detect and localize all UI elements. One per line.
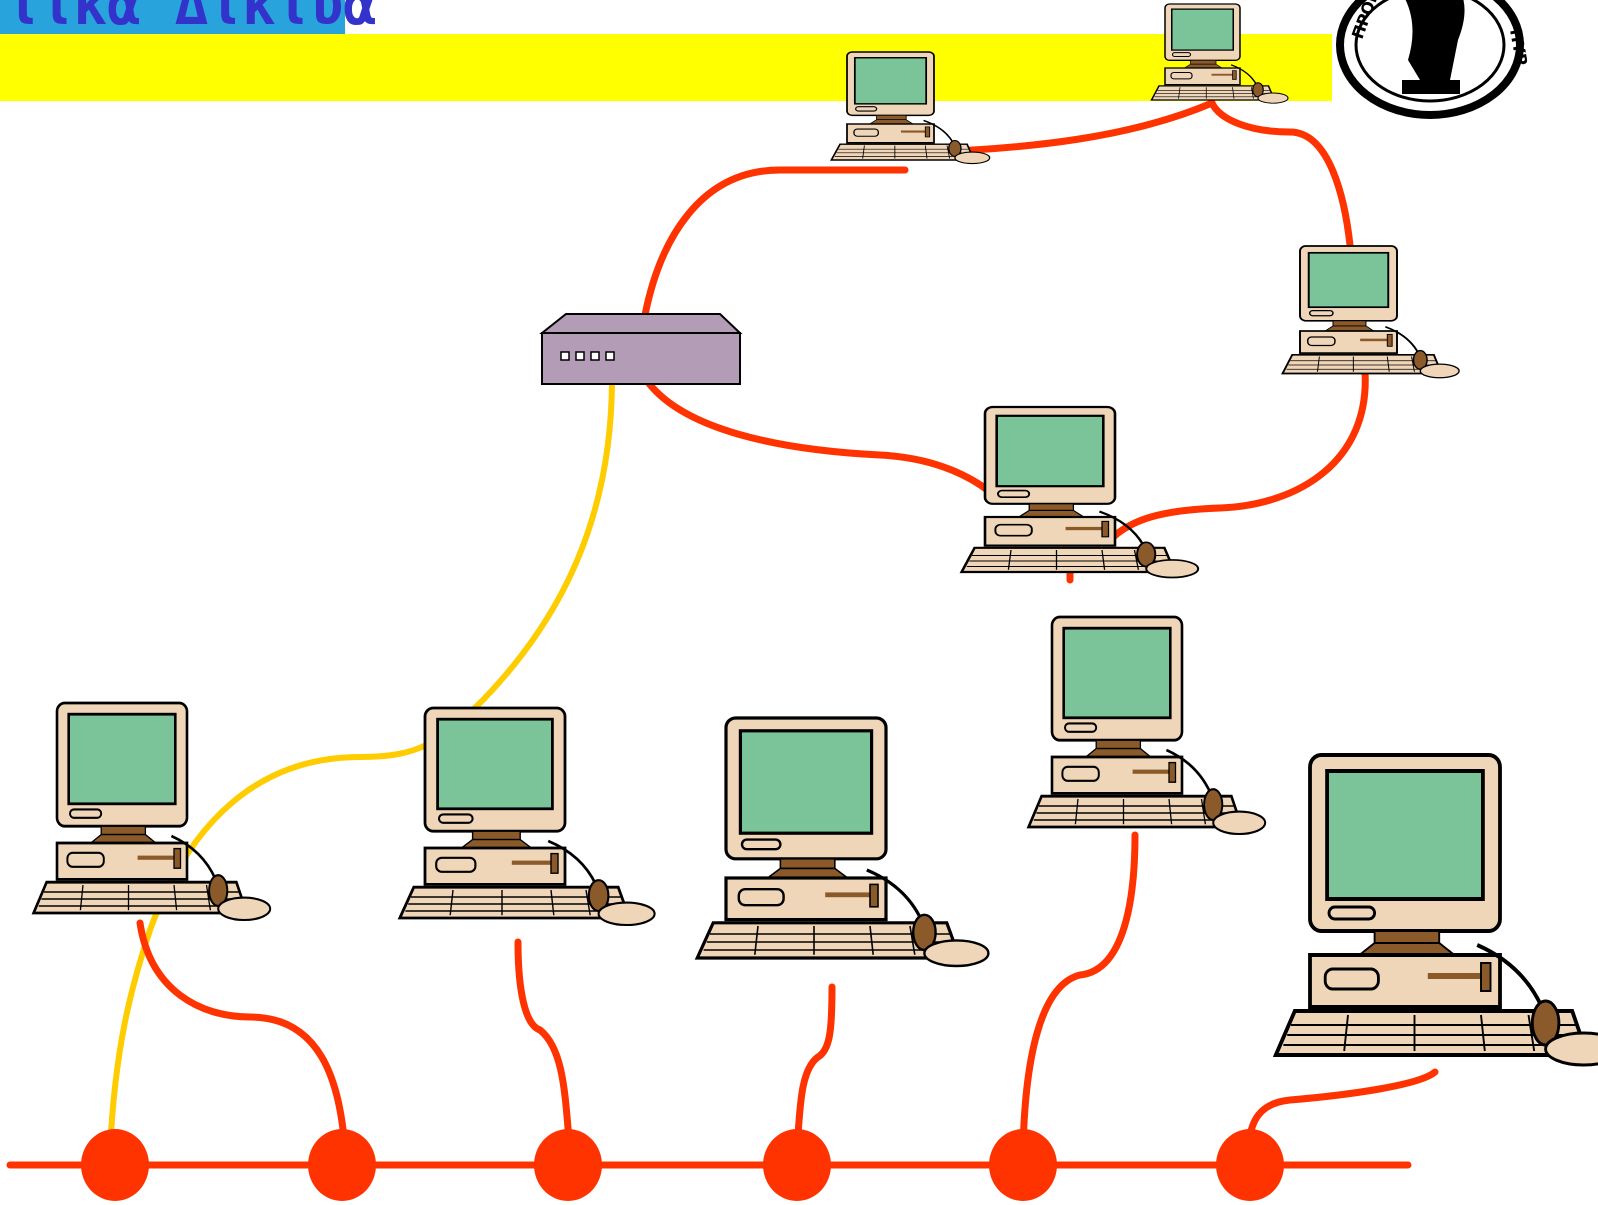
bus-tap-1: [81, 1129, 149, 1201]
desktop-computer-icon: [32, 701, 272, 922]
desktop-computer-icon: [830, 51, 991, 165]
title-accent-bar: [0, 0, 345, 34]
desktop-computer-icon: [1150, 3, 1289, 104]
desktop-computer-icon: [1273, 753, 1598, 1067]
desktop-computer-icon: [960, 405, 1200, 579]
bus-tap-6: [1216, 1129, 1284, 1201]
bus-tap-2: [308, 1129, 376, 1201]
cable-yellow: [107, 377, 615, 1151]
cable-red-set: [6, 99, 1439, 1169]
slide-title: τικά Δίκτυα: [6, 0, 377, 38]
cable-hub-to-top-left-pc: [641, 166, 909, 319]
cable-top-left-pc-to-top-right-pc: [931, 99, 1216, 156]
cable-right-pc-to-center-pc: [1106, 368, 1369, 544]
bus-taps: [81, 1129, 1284, 1201]
bus-tap-4: [763, 1129, 831, 1201]
desktop-computer-icon: [1027, 615, 1267, 836]
network-hub-icon: [539, 313, 743, 385]
drop-pc-bottom-3: [793, 983, 836, 1154]
bus-tap-3: [534, 1129, 602, 1201]
drop-pc-bottom-5: [1244, 1068, 1439, 1154]
cable-hub-to-center-pc: [641, 374, 994, 496]
drop-pc-bottom-2: [514, 938, 574, 1154]
desktop-computer-icon: [695, 716, 991, 968]
desktop-computer-icon: [398, 706, 656, 927]
bus-tap-5: [989, 1129, 1057, 1201]
drop-pc-bottom-1: [136, 919, 349, 1154]
university-seal-icon: ΠΡΟΜΗ ΠΥΡ: [1336, 0, 1531, 119]
drop-pc-bottom-4: [1019, 831, 1139, 1154]
cable-top-right-pc-to-right-pc: [1208, 99, 1354, 249]
desktop-computer-icon: [1281, 245, 1461, 379]
title-highlight-bar: [0, 34, 1332, 101]
